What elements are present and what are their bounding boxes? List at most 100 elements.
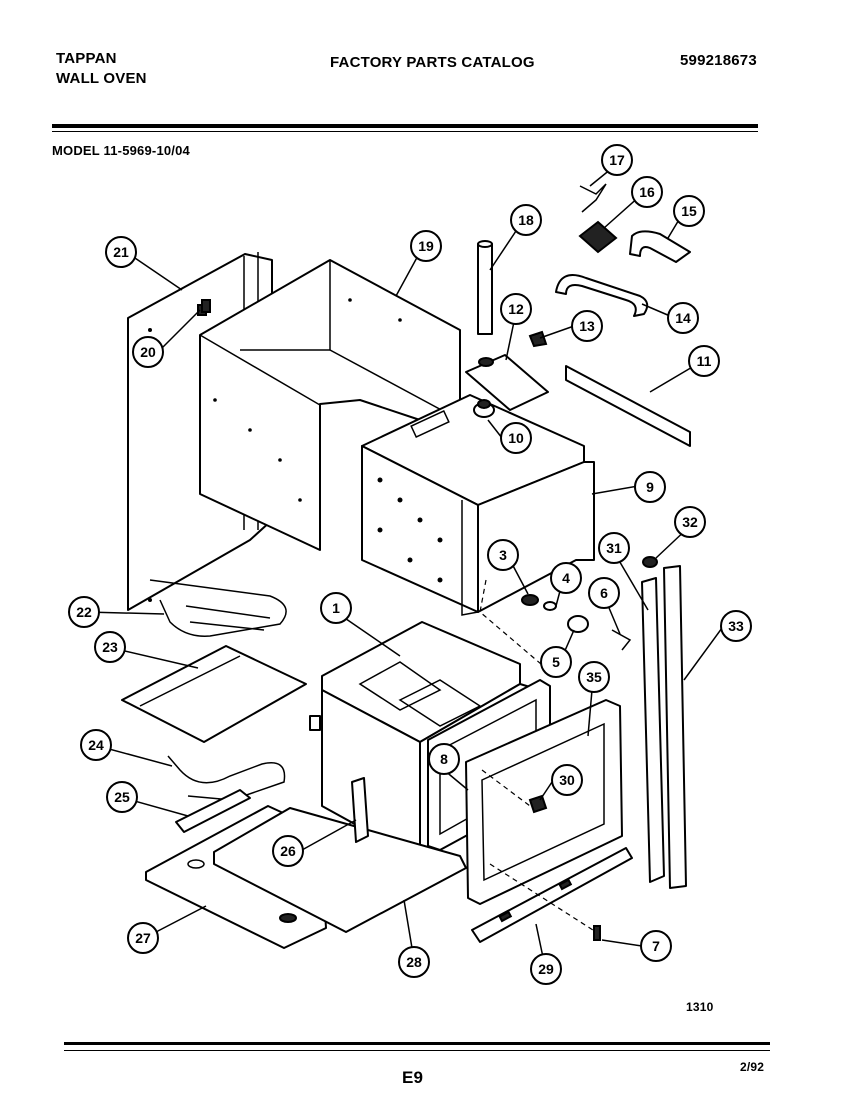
part-screw <box>528 330 548 348</box>
svg-text:13: 13 <box>579 318 595 334</box>
svg-text:1: 1 <box>332 600 340 616</box>
svg-text:9: 9 <box>646 479 654 495</box>
part-oven-rack <box>121 645 307 743</box>
catalog-title: FACTORY PARTS CATALOG <box>330 54 535 71</box>
callout-15: 15 <box>673 195 705 227</box>
svg-text:23: 23 <box>102 639 118 655</box>
callout-21: 21 <box>105 236 137 268</box>
part-strip-screw <box>489 863 601 941</box>
part-fitting <box>473 399 495 418</box>
callout-25: 25 <box>106 781 138 813</box>
svg-text:6: 6 <box>600 585 608 601</box>
svg-text:33: 33 <box>728 618 744 634</box>
svg-text:5: 5 <box>552 654 560 670</box>
callout-1: 1 <box>320 592 352 624</box>
header-rule-thin <box>52 131 758 132</box>
part-vent-strip <box>471 847 633 943</box>
svg-text:26: 26 <box>280 843 296 859</box>
svg-text:12: 12 <box>508 301 524 317</box>
callout-5: 5 <box>540 646 572 678</box>
part-broil-element <box>149 579 287 637</box>
svg-text:25: 25 <box>114 789 130 805</box>
part-filter <box>578 220 618 254</box>
callout-7: 7 <box>640 930 672 962</box>
part-element-bracket <box>175 789 251 833</box>
svg-text:22: 22 <box>76 604 92 620</box>
part-retainer-clip <box>642 556 658 568</box>
svg-text:11: 11 <box>697 353 712 369</box>
svg-text:15: 15 <box>681 203 697 219</box>
product-label: WALL OVEN <box>56 70 147 87</box>
callout-4: 4 <box>550 562 582 594</box>
svg-text:35: 35 <box>586 669 602 685</box>
callout-20: 20 <box>132 336 164 368</box>
part-side-bracket <box>351 777 369 843</box>
svg-text:3: 3 <box>499 547 507 563</box>
callout-19: 19 <box>410 230 442 262</box>
callout-12: 12 <box>500 293 532 325</box>
part-vent-cover <box>465 354 549 411</box>
svg-text:27: 27 <box>135 930 151 946</box>
callout-9: 9 <box>634 471 666 503</box>
svg-text:10: 10 <box>508 430 524 446</box>
callout-13: 13 <box>571 310 603 342</box>
callout-17: 17 <box>601 144 633 176</box>
svg-text:7: 7 <box>652 938 660 954</box>
part-trim-strip-left <box>641 577 665 883</box>
callout-27: 27 <box>127 922 159 954</box>
callout-16: 16 <box>631 176 663 208</box>
part-oven-bottom <box>213 807 467 933</box>
svg-text:30: 30 <box>559 772 575 788</box>
part-elbow <box>629 230 691 263</box>
callout-14: 14 <box>667 302 699 334</box>
svg-text:29: 29 <box>538 961 554 977</box>
footer-rule-thin <box>64 1050 770 1051</box>
callout-33: 33 <box>720 610 752 642</box>
svg-text:19: 19 <box>418 238 434 254</box>
callout-30: 30 <box>551 764 583 796</box>
part-bracket <box>565 365 691 447</box>
svg-text:31: 31 <box>606 540 622 556</box>
callout-18: 18 <box>510 204 542 236</box>
callout-8: 8 <box>428 743 460 775</box>
svg-text:18: 18 <box>518 212 534 228</box>
callout-35: 35 <box>578 661 610 693</box>
svg-text:32: 32 <box>682 514 698 530</box>
part-vent-tube <box>477 240 493 335</box>
svg-text:21: 21 <box>113 244 129 260</box>
part-hose <box>555 274 649 317</box>
part-bake-element <box>167 755 286 801</box>
svg-text:14: 14 <box>675 310 691 326</box>
part-door-screw <box>481 769 548 814</box>
callout-3: 3 <box>487 539 519 571</box>
svg-text:24: 24 <box>88 737 104 753</box>
callout-23: 23 <box>94 631 126 663</box>
callout-28: 28 <box>398 946 430 978</box>
callout-24: 24 <box>80 729 112 761</box>
model-label: MODEL 11-5969-10/04 <box>52 143 190 158</box>
part-wrapper-panel <box>199 259 461 551</box>
callout-26: 26 <box>272 835 304 867</box>
svg-text:8: 8 <box>440 751 448 767</box>
svg-text:28: 28 <box>406 954 422 970</box>
footer-rule <box>64 1042 770 1045</box>
svg-text:17: 17 <box>609 152 625 168</box>
catalog-number: 599218673 <box>680 52 757 69</box>
figure-code: 1310 <box>686 1000 714 1014</box>
callout-6: 6 <box>588 577 620 609</box>
callout-29: 29 <box>530 953 562 985</box>
revision-date: 2/92 <box>740 1060 765 1074</box>
part-clip <box>579 183 607 213</box>
part-tab <box>201 299 211 313</box>
svg-text:4: 4 <box>562 570 570 586</box>
callout-11: 11 <box>688 345 720 377</box>
brand-label: TAPPAN <box>56 50 117 67</box>
callout-31: 31 <box>598 532 630 564</box>
part-trim-strip-right <box>663 565 687 889</box>
svg-text:20: 20 <box>140 344 156 360</box>
header-rule <box>52 124 758 128</box>
svg-text:16: 16 <box>639 184 655 200</box>
page-number: E9 <box>402 1068 424 1087</box>
